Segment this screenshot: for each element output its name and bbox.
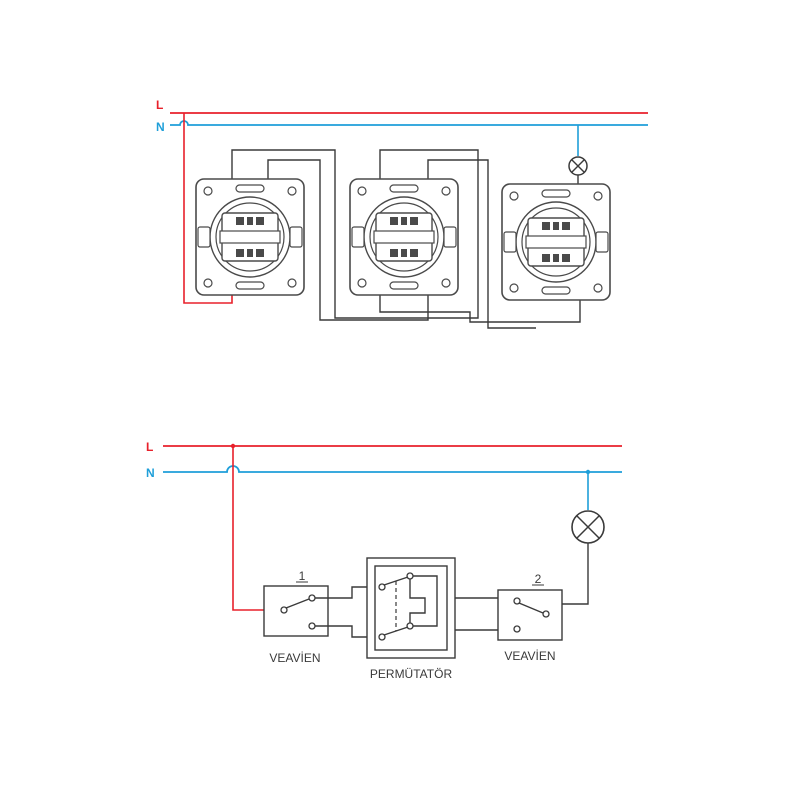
top-traveller-wire-d: [379, 282, 581, 323]
bottom-neutral-line: [163, 465, 622, 473]
lamp-icon: [571, 510, 605, 544]
two-way-switch-2: [497, 589, 563, 641]
top-pictorial-diagram: L N: [156, 98, 648, 329]
wall-switch-icon: [349, 178, 459, 296]
top-traveller-wire-b: [267, 159, 429, 321]
top-neutral-line: [170, 120, 648, 126]
two-way-switch-1: [263, 585, 329, 637]
switch-1-caption: VEAVİEN: [269, 651, 320, 665]
wall-switch-icon: [501, 183, 611, 301]
lamp-icon: [568, 156, 588, 176]
switch-2-caption: VEAVİEN: [504, 649, 555, 663]
intermediate-caption: PERMÜTATÖR: [370, 667, 453, 681]
wall-switch-icon: [195, 178, 305, 296]
bottom-neutral-label: N: [146, 466, 155, 480]
top-neutral-label: N: [156, 120, 165, 134]
bottom-schematic-diagram: L N 1 VEAVİEN: [146, 440, 622, 681]
top-live-label: L: [156, 98, 163, 112]
top-traveller-wire-a: [231, 149, 479, 319]
switch-2-number: 2: [535, 572, 542, 586]
intermediate-switch: [366, 557, 456, 659]
bottom-live-label: L: [146, 440, 153, 454]
switch-1-number: 1: [299, 569, 306, 583]
top-traveller-wire-c: [427, 159, 536, 329]
